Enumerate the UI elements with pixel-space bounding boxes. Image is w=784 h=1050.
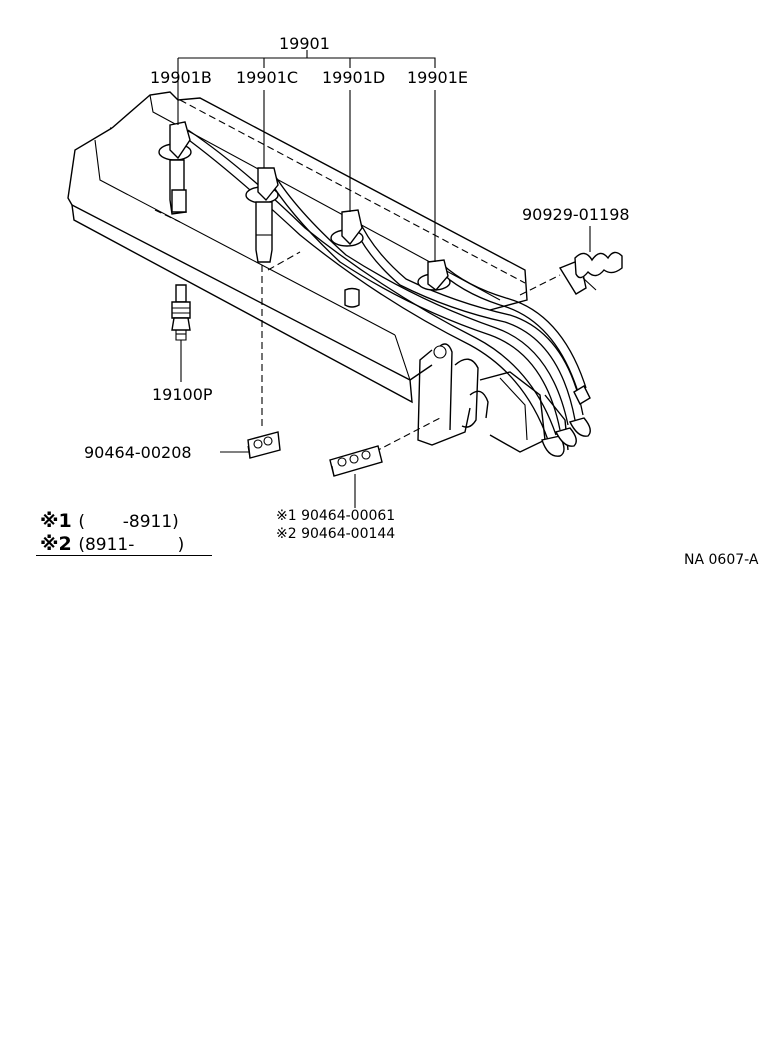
clamp-right-drawing: [558, 251, 623, 295]
label-assembly: 19901: [279, 34, 330, 53]
high-tension-cords: [181, 129, 591, 457]
legend-mark-2: ※2: [40, 533, 72, 555]
cylinder-head-cover: [67, 91, 561, 463]
figure-code: NA 0607-A: [684, 552, 759, 568]
label-cord-b: 19901B: [150, 68, 212, 87]
legend-row-1: ※1 ( -8911): [40, 510, 179, 532]
label-clamp-center-1: ※1 90464-00061: [276, 508, 395, 524]
label-cord-e: 19901E: [407, 68, 468, 87]
legend-range-1: ( -8911): [78, 512, 179, 532]
label-cord-d: 19901D: [322, 68, 385, 87]
legend-row-2: ※2 (8911- ): [40, 533, 184, 555]
label-clamp-right: 90929-01198: [522, 205, 630, 224]
label-clamp-left: 90464-00208: [84, 443, 192, 462]
legend-mark-1: ※1: [40, 510, 72, 532]
label-spark-plug: 19100P: [152, 385, 213, 404]
clamp-center-drawing: [329, 445, 383, 477]
clamp-left-drawing: [247, 431, 281, 459]
label-clamp-center-2: ※2 90464-00144: [276, 526, 395, 542]
spark-plug-boots: [158, 121, 451, 291]
leader-lines: [177, 50, 591, 508]
spark-plug-drawing: [171, 284, 191, 350]
legend-underline: [36, 555, 212, 556]
legend-range-2: (8911- ): [78, 535, 185, 555]
label-cord-c: 19901C: [236, 68, 298, 87]
